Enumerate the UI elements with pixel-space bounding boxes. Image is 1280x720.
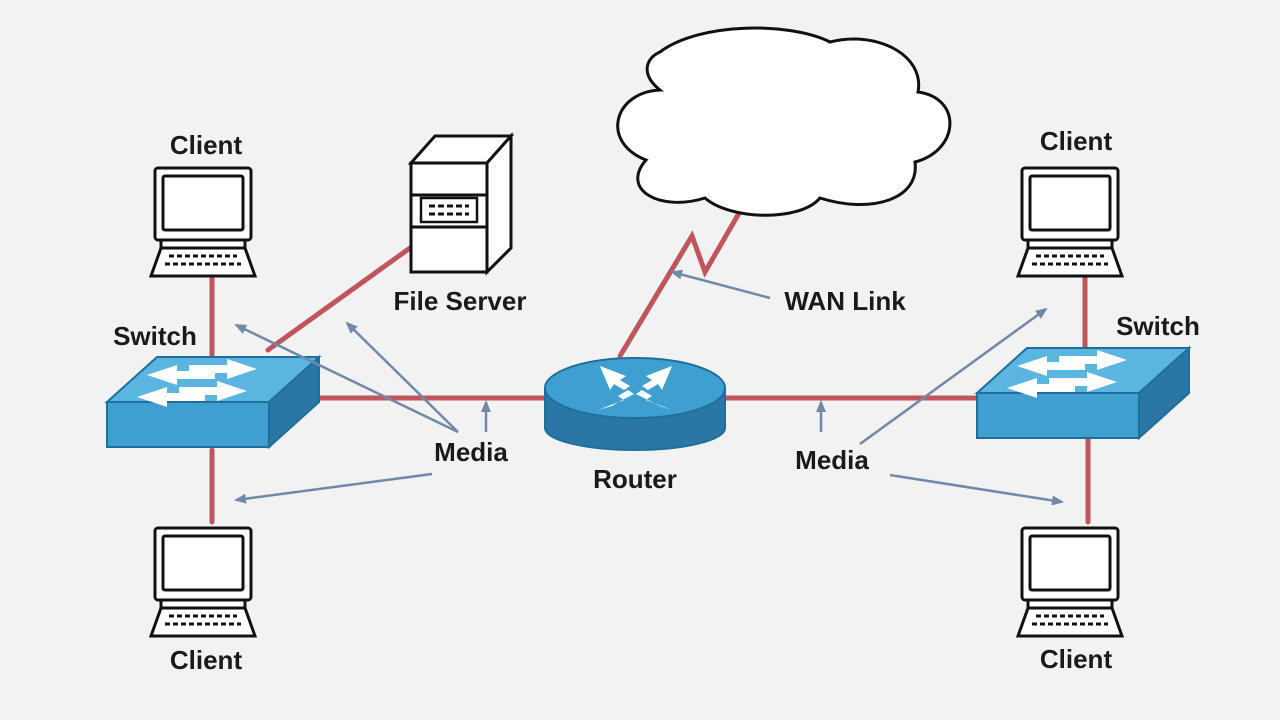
client-computer-icon <box>149 166 257 278</box>
cloud-icon <box>616 26 952 217</box>
arrow-media-to-file-server-link <box>345 321 459 433</box>
media-label-right: Media <box>795 445 869 475</box>
client-computer-icon <box>1016 166 1124 278</box>
router-label: Router <box>593 464 677 494</box>
wan-link-cable <box>617 205 745 359</box>
client-label-top-right: Client <box>1040 126 1113 156</box>
switch-icon <box>976 347 1190 439</box>
cables <box>209 205 1091 525</box>
arrow-media-to-right-bottom-cable <box>889 473 1064 506</box>
switch-label-right: Switch <box>1116 311 1200 341</box>
router-icon <box>544 357 726 451</box>
arrow-wan-label-to-link <box>670 269 771 300</box>
arrow-media-to-file-server-cable <box>234 323 459 434</box>
switch-icon <box>106 356 320 448</box>
wan-link-label: WAN Link <box>784 286 906 316</box>
file-server-icon <box>407 132 515 276</box>
switch-label-left: Switch <box>113 321 197 351</box>
client-label-bottom-left: Client <box>170 645 243 675</box>
client-computer-icon <box>149 526 257 638</box>
annotation-arrows <box>234 269 1064 506</box>
file-server-label: File Server <box>394 286 527 316</box>
client-computer-icon <box>1016 526 1124 638</box>
media-label-left: Media <box>434 437 508 467</box>
arrow-media-to-right-top-cable <box>859 307 1048 446</box>
client-label-top-left: Client <box>170 130 243 160</box>
client-label-bottom-right: Client <box>1040 644 1113 674</box>
cable-file-server-switch <box>265 245 413 353</box>
arrow-media-to-left-bottom-cable <box>234 472 433 504</box>
